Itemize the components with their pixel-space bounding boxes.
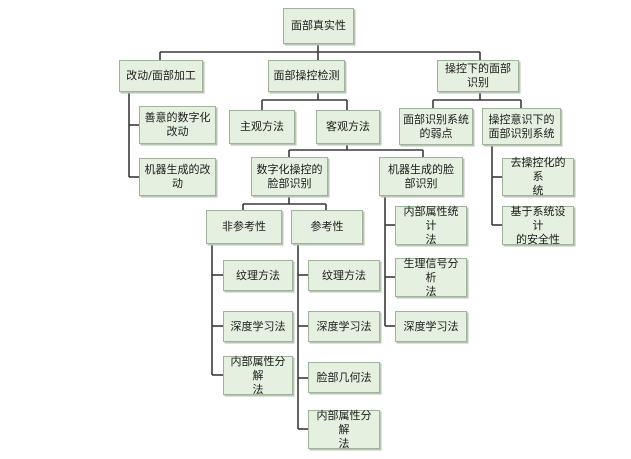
- node-digital-manipulation-recognition: 数字化操控的 脸部识别: [251, 157, 328, 196]
- node-nr-texture-method: 纹理方法: [223, 260, 293, 291]
- node-machine-generated-face-recognition: 机器生成的脸 部识别: [379, 157, 463, 196]
- node-g-physiological-signal-method: 生理信号分析 法: [395, 257, 467, 298]
- node-recognition-system-weakness: 面部识别系统 的弱点: [399, 108, 473, 145]
- node-g-deep-learning-method: 深度学习法: [395, 311, 467, 342]
- node-nr-deep-learning-method: 深度学习法: [223, 311, 293, 342]
- node-benign-digital-editing: 善意的数字化 改动: [139, 106, 216, 144]
- node-root: 面部真实性: [283, 8, 354, 44]
- node-r-deep-learning-method: 深度学习法: [308, 311, 380, 342]
- node-non-reference: 非参考性: [206, 210, 282, 244]
- node-machine-generated-editing: 机器生成的改 动: [139, 158, 216, 196]
- node-nr-internal-attribute-method: 内部属性分解 法: [223, 355, 293, 396]
- node-system-design-security: 基于系统设计 的安全性: [502, 205, 574, 246]
- node-r-face-geometry-method: 脸部几何法: [308, 362, 380, 393]
- node-face-manipulation-detection: 面部操控检测: [268, 60, 345, 92]
- node-g-internal-attribute-stat-method: 内部属性统计 法: [395, 205, 467, 246]
- node-recognition-under-manipulation: 操控下的面部 识别: [437, 60, 519, 92]
- node-reference: 参考性: [291, 210, 363, 244]
- node-face-editing: 改动/面部加工: [119, 60, 203, 92]
- node-objective-method: 客观方法: [316, 110, 380, 144]
- node-r-internal-attribute-method: 内部属性分解 法: [308, 409, 380, 450]
- node-de-manipulation-system: 去操控化的系 统: [502, 156, 574, 197]
- node-subjective-method: 主观方法: [229, 110, 295, 144]
- node-manipulation-aware-recognition: 操控意识下的 面部识别系统: [482, 108, 561, 145]
- node-r-texture-method: 纹理方法: [308, 260, 380, 291]
